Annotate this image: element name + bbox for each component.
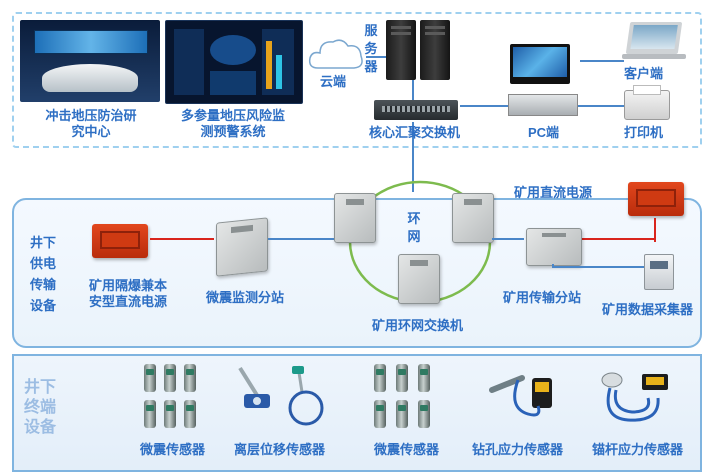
ring-to-transmission-line [492, 238, 524, 240]
separation-displacement-sensor-image [238, 365, 324, 426]
seismic-to-ring-line [268, 238, 334, 240]
ring-switch-left [334, 193, 376, 243]
server-label-line2: 务 [364, 41, 378, 56]
sensor-label-5: 锚杆应力传感器 [592, 442, 684, 457]
sensor-label-4: 钻孔应力传感器 [472, 442, 564, 457]
dc-power-down-line [654, 218, 656, 242]
middle-side-label-line3: 传输 [29, 277, 56, 292]
bottom-side-label-line1: 井下 [23, 379, 56, 396]
ring-label-line1: 环 [407, 211, 421, 226]
printer-label: 打印机 [624, 125, 664, 140]
ring-label-line2: 网 [407, 229, 421, 244]
microseismic-sensor [418, 400, 430, 428]
warning-system-image [165, 20, 303, 104]
mining-dc-power-label: 矿用直流电源 [514, 185, 593, 200]
cloud-icon [308, 39, 363, 69]
microseismic-sensor [396, 364, 408, 392]
mining-dc-power [628, 182, 684, 216]
switch-to-pc-line [460, 105, 508, 107]
ring-switch-right [452, 193, 494, 243]
transmission-to-collector-line-h [552, 266, 644, 268]
microseismic-sensor [184, 400, 196, 428]
bottom-side-label-line3: 设备 [23, 419, 56, 436]
microseismic-sensor [418, 364, 430, 392]
dc-power-to-transmission-line [582, 238, 656, 240]
printer [624, 85, 670, 120]
pc-label: PC端 [528, 125, 560, 140]
middle-side-label-line2: 供电 [29, 256, 56, 271]
cloud-label: 云端 [320, 74, 347, 89]
microseismic-sensor [184, 364, 196, 392]
bottom-side-label: 井下 终端 设备 [20, 378, 60, 438]
client-label: 客户端 [624, 66, 664, 81]
microseismic-sensor [164, 364, 176, 392]
server-label-line3: 器 [364, 59, 378, 74]
transmission-substation-label: 矿用传输分站 [503, 290, 582, 305]
research-center-label-line2: 究中心 [71, 124, 111, 139]
pc-to-printer-line [576, 105, 624, 107]
microseismic-sensor [374, 400, 386, 428]
transmission-substation [526, 228, 582, 266]
middle-side-label: 井下 供电 传输 设备 [26, 232, 60, 316]
bottom-side-label-line2: 终端 [23, 399, 56, 416]
middle-side-label-line4: 设备 [29, 298, 56, 313]
microseismic-sensor [396, 400, 408, 428]
research-center-label-line1: 冲击地压防治研 [45, 108, 137, 123]
power-to-seismic-line [150, 238, 214, 240]
research-center-label: 冲击地压防治研 究中心 [32, 108, 150, 140]
microseismic-sensor [164, 400, 176, 428]
switch-down-line-2 [412, 150, 414, 180]
sensor-label-3: 微震传感器 [374, 442, 440, 457]
seismic-substation-label: 微震监测分站 [206, 290, 285, 305]
warning-system-label-line1: 多参量地压风险监 [180, 108, 285, 123]
explosion-proof-dc-power-label: 矿用隔爆兼本 安型直流电源 [80, 278, 176, 310]
core-switch-label: 核心汇聚交换机 [369, 125, 461, 140]
anchor-bolt-stress-sensor-image [601, 372, 668, 422]
core-switch [374, 100, 458, 120]
sensor-label-2: 离层位移传感器 [234, 442, 326, 457]
laptop [625, 22, 683, 54]
data-collector [644, 254, 674, 290]
explosion-proof-label-line1: 矿用隔爆兼本 [88, 278, 167, 293]
seismic-substation [216, 217, 268, 277]
underground-terminal-panel [12, 354, 702, 472]
ring-switch-label: 矿用环网交换机 [372, 318, 464, 333]
ring-label: 环 网 [404, 210, 424, 246]
pc-tower [508, 94, 578, 116]
server-label: 服 务 器 [362, 22, 380, 76]
laptop-base [622, 54, 686, 59]
warning-system-label: 多参量地压风险监 测预警系统 [166, 108, 300, 140]
middle-side-label-line1: 井下 [29, 235, 56, 250]
microseismic-sensor [144, 364, 156, 392]
sensor-label-1: 微震传感器 [140, 442, 206, 457]
warning-system-label-line2: 测预警系统 [200, 124, 266, 139]
research-center-image [20, 20, 160, 102]
borehole-stress-sensor-image [489, 375, 552, 417]
cloud-to-server-line [366, 56, 386, 58]
client-to-pc-line [580, 60, 624, 62]
server-label-line1: 服 [364, 23, 378, 38]
pc-monitor [510, 44, 570, 84]
explosion-proof-dc-power [92, 224, 148, 258]
data-collector-label: 矿用数据采集器 [602, 302, 694, 317]
microseismic-sensor [144, 400, 156, 428]
server-to-switch-line [412, 80, 414, 100]
server-tower-1 [386, 20, 416, 80]
server-tower-2 [420, 20, 450, 80]
microseismic-sensor [374, 364, 386, 392]
ring-switch-bottom [398, 254, 440, 304]
explosion-proof-label-line2: 安型直流电源 [88, 294, 167, 309]
